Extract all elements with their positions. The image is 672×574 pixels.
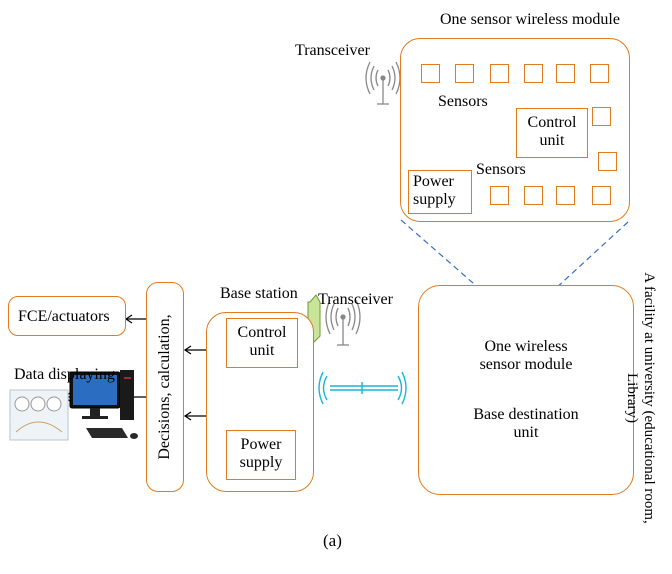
sensor-square (524, 64, 543, 83)
module-power-supply-box (408, 170, 472, 214)
sensor-square (592, 186, 611, 205)
base-station-title: Base station (220, 285, 298, 302)
sensor-square (598, 152, 617, 171)
sensor-square (421, 64, 440, 83)
computer-icon (69, 370, 138, 439)
wireless-link (318, 371, 407, 405)
module-power-supply-label: Power supply (413, 173, 456, 208)
module-antenna-icon (365, 61, 401, 105)
base-transceiver-label: Transceiver (318, 291, 393, 308)
sensor-square (490, 64, 509, 83)
figure-caption: (a) (323, 531, 342, 550)
fce-box (8, 296, 126, 336)
sensor-square (592, 107, 611, 126)
sensors-top-label: Sensors (438, 93, 488, 110)
sensors-bottom-label: Sensors (476, 161, 526, 178)
facility-one-module-label: One wireless sensor module (479, 338, 573, 373)
sensor-square (490, 186, 509, 205)
base-antenna-icon (325, 299, 361, 346)
sensor-square (590, 64, 609, 83)
module-transceiver-label: Transceiver (295, 42, 370, 59)
module-control-unit-box (516, 108, 588, 158)
module-control-unit-label: Control unit (527, 114, 577, 149)
module-title: One sensor wireless module (440, 11, 620, 28)
facility-box (418, 285, 634, 495)
sensor-square (556, 64, 575, 83)
base-control-unit-box (226, 318, 298, 368)
decisions-box (146, 282, 184, 492)
gauge-screen-icon (9, 389, 69, 441)
facility-label: A facility at university (educational ro… (624, 272, 657, 524)
sensor-square (524, 186, 543, 205)
fce-label: FCE/actuators (18, 308, 110, 325)
decisions-label: Decisions, calculation, (156, 314, 173, 460)
base-control-unit-label: Control unit (237, 324, 287, 359)
sensor-square (455, 64, 474, 83)
base-power-supply-label: Power supply (239, 436, 283, 471)
sensor-square (556, 186, 575, 205)
facility-base-destination-label: Base destination unit (473, 406, 579, 441)
data-display-label: Data displaying (14, 366, 115, 383)
base-power-supply-rect (226, 430, 296, 480)
